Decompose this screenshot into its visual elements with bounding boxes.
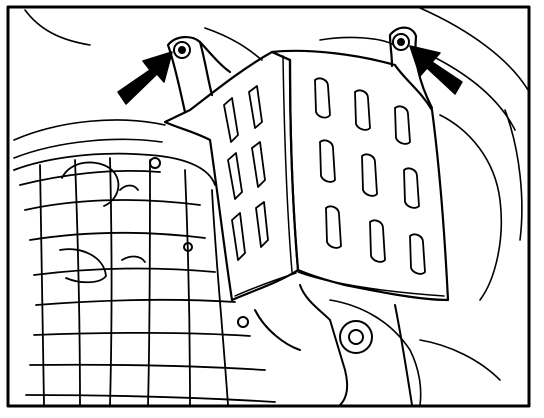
right-bracket-bolt <box>392 33 410 51</box>
right-fastener-arrow-icon <box>409 45 463 95</box>
left-panel-vents <box>223 85 269 261</box>
right-panel-vents <box>314 77 426 275</box>
heat-shield-right-panel <box>270 49 450 302</box>
lattice-bolt-bottom <box>237 316 249 328</box>
background-contours <box>13 7 529 406</box>
lattice-bolt-lower <box>183 242 193 252</box>
lattice-bolt-upper <box>149 157 161 169</box>
left-bracket-tab <box>166 36 214 114</box>
heat-shield <box>163 26 450 302</box>
left-bracket-bolt <box>173 41 191 59</box>
figure-frame <box>6 5 531 408</box>
left-fastener-arrow-icon <box>117 51 173 105</box>
engine-lattice <box>13 152 276 406</box>
mount-pedestal <box>254 284 413 406</box>
